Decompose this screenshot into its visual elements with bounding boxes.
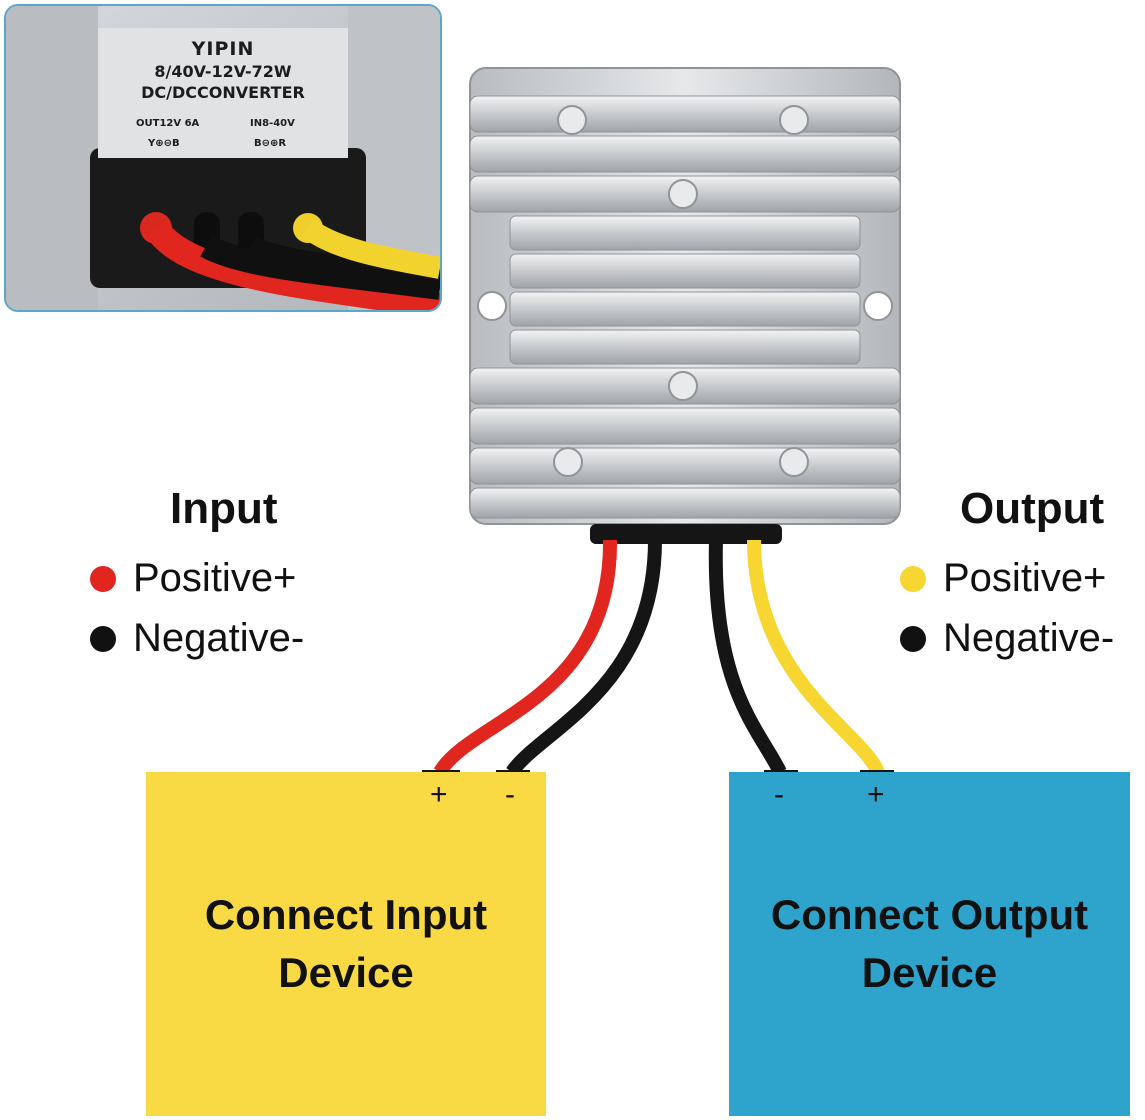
heatsink-fins <box>469 95 901 519</box>
output-positive-label: Positive+ <box>943 556 1107 600</box>
input-legend-title: Input <box>170 484 278 533</box>
output-device-line1: Connect Output <box>770 891 1089 938</box>
inset-photo: YIPIN 8/40V-12V-72W DC/DCCONVERTER OUT12… <box>4 4 442 312</box>
input-device-label: Connect Input Device <box>205 886 487 1002</box>
output-legend-title: Output <box>960 484 1105 533</box>
output-minus-sign: - <box>774 778 784 811</box>
input-device-box: Connect Input Device <box>146 772 546 1116</box>
black-dot-icon <box>900 625 926 652</box>
inset-type: DC/DCCONVERTER <box>141 83 305 102</box>
inset-label-plate: YIPIN 8/40V-12V-72W DC/DCCONVERTER OUT12… <box>98 28 348 158</box>
output-device-label: Connect Output Device <box>771 886 1088 1002</box>
inset-out-symbols: Y⊕⊖B <box>148 138 180 149</box>
output-plus-sign: + <box>867 778 885 811</box>
inset-brand: YIPIN <box>191 38 255 60</box>
inset-out-label: OUT12V 6A <box>136 118 200 129</box>
input-device-line2: Device <box>278 949 414 996</box>
inset-in-symbols: B⊖⊕R <box>254 138 287 149</box>
output-device-box: Connect Output Device <box>729 772 1130 1116</box>
output-negative-wire <box>708 539 787 776</box>
input-positive-label: Positive+ <box>133 556 297 600</box>
input-device-line1: Connect Input <box>204 891 488 938</box>
output-device-line2: Device <box>861 949 998 996</box>
cable-grommet <box>590 524 782 544</box>
input-negative-wire <box>506 539 662 777</box>
input-minus-sign: - <box>505 778 515 811</box>
input-positive-wire <box>433 539 618 776</box>
output-positive-wire <box>747 539 885 776</box>
output-legend-negative: Negative- <box>900 616 1114 661</box>
input-legend-negative: Negative- <box>90 616 304 661</box>
black-dot-icon <box>90 625 116 652</box>
inset-rating: 8/40V-12V-72W <box>154 62 292 81</box>
input-plus-sign: + <box>430 778 448 811</box>
output-negative-label: Negative- <box>943 616 1115 660</box>
output-legend-positive: Positive+ <box>900 556 1106 601</box>
input-negative-label: Negative- <box>133 616 305 660</box>
inset-in-label: IN8-40V <box>250 118 295 129</box>
red-dot-icon <box>90 565 116 592</box>
input-legend-positive: Positive+ <box>90 556 296 601</box>
yellow-dot-icon <box>900 565 926 592</box>
